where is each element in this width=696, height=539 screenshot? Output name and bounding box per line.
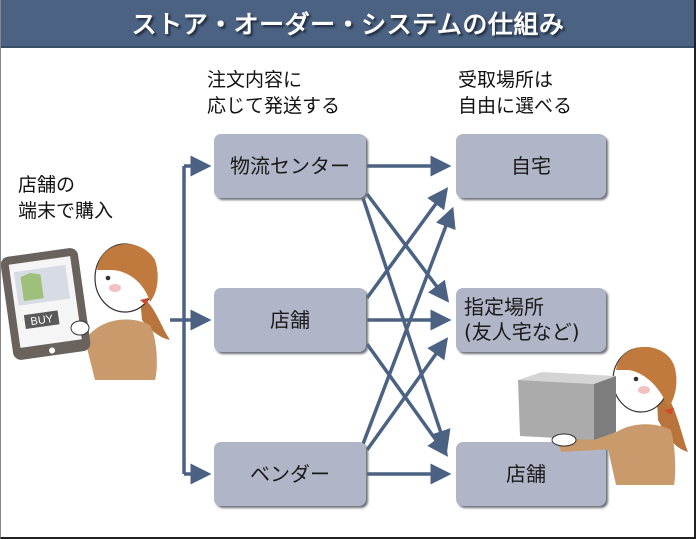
source-box-vendor: ベンダー <box>214 442 366 506</box>
recipient-illustration <box>518 346 688 485</box>
title-banner: ストア・オーダー・システムの仕組み <box>0 0 696 48</box>
destination-box-home: 自宅 <box>456 134 606 198</box>
destination-box-designated-place: 指定場所 (友人宅など) <box>456 288 606 352</box>
arrow-s2-d1 <box>365 187 449 300</box>
buy-button-label: BUY <box>30 313 55 328</box>
arrow-s1-d3 <box>361 197 451 452</box>
destination-box-store: 店舗 <box>456 442 606 506</box>
title: ストア・オーダー・システムの仕組み <box>131 10 565 39</box>
arrow-s3-d2 <box>365 337 449 452</box>
source-box-logistics-center: 物流センター <box>214 134 366 198</box>
arrow-s1-d2 <box>365 192 450 303</box>
caption-purchase: 店舗の 端末で購入 <box>18 174 114 222</box>
source-box-store: 店舗 <box>214 288 366 352</box>
shopper-illustration: BUY <box>0 243 170 380</box>
arrow-s3-d1 <box>361 206 456 445</box>
caption-ship: 注文内容に 応じて発送する <box>207 69 341 117</box>
caption-receive: 受取場所は 自由に選べる <box>458 69 573 117</box>
arrow-s2-d3 <box>365 342 449 457</box>
package-icon <box>518 372 616 384</box>
